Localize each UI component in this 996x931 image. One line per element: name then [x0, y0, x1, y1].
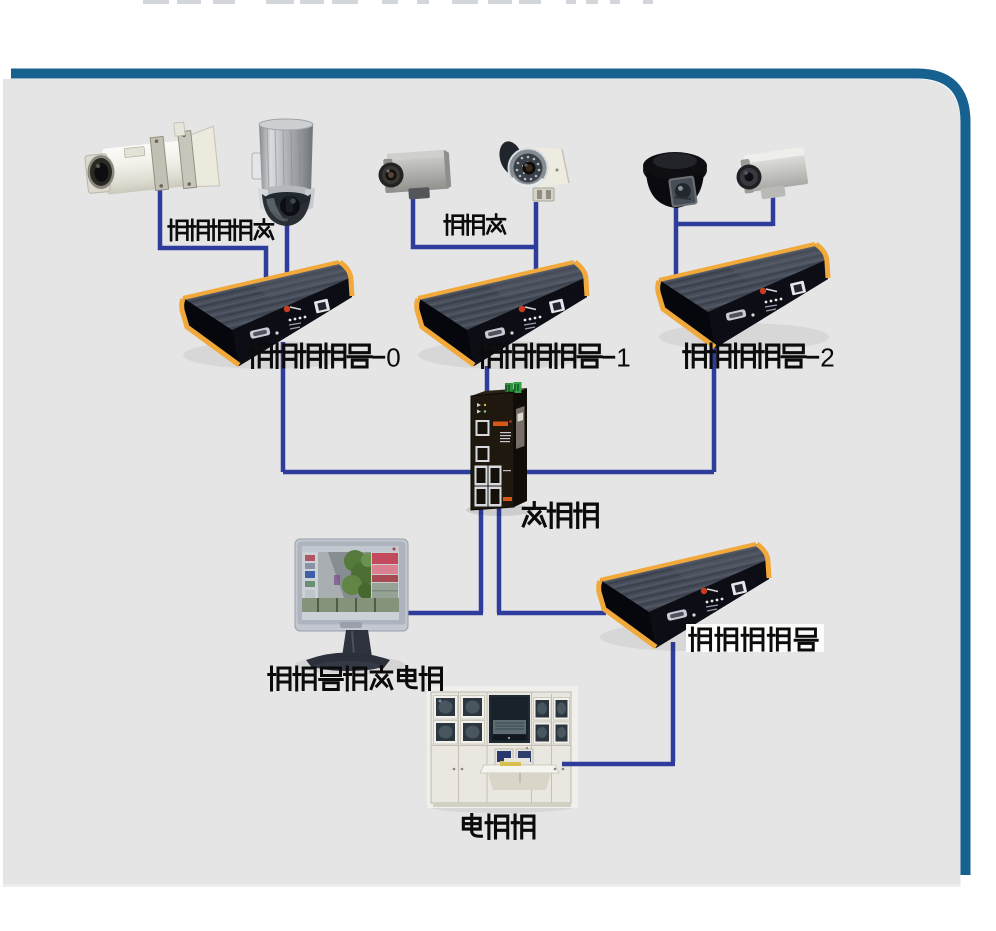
- svg-text:0: 0: [386, 343, 400, 373]
- svg-text:1: 1: [616, 343, 630, 373]
- svg-text:2: 2: [820, 343, 834, 373]
